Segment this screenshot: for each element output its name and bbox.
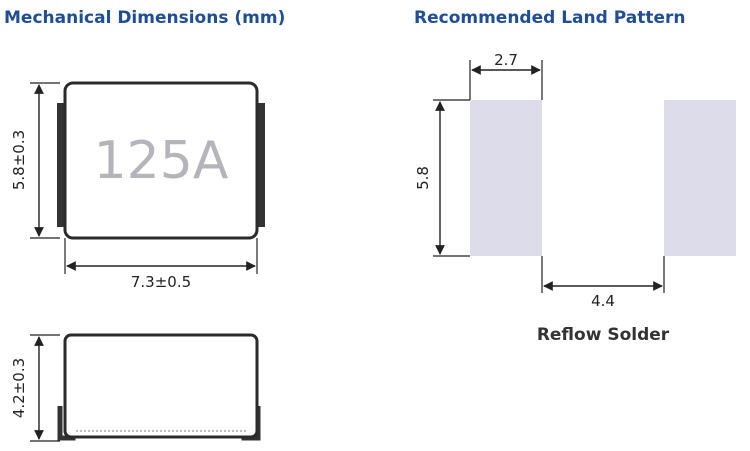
land-pattern: 2.7 5.8 4.4 Reflow Solder — [414, 51, 736, 345]
land-pad-right — [664, 100, 736, 256]
land-pad-left — [470, 100, 542, 256]
top-width-dim-label: 7.3±0.5 — [131, 273, 191, 291]
top-view: 125A 5.8±0.3 7.3±0.5 — [10, 81, 265, 291]
pad-height-dim-label: 5.8 — [414, 166, 432, 190]
component-body-side — [63, 333, 259, 439]
part-marking: 125A — [94, 131, 229, 191]
component-body-top — [63, 81, 259, 240]
side-height-dim-label: 4.2±0.3 — [10, 358, 28, 418]
reflow-solder-caption: Reflow Solder — [537, 325, 670, 345]
right-terminal — [256, 103, 265, 227]
top-height-dim-label: 5.8±0.3 — [10, 130, 28, 190]
pad-width-dim-label: 2.7 — [494, 51, 518, 69]
mechanical-dimensions-heading: Mechanical Dimensions (mm) — [4, 8, 286, 28]
side-view: 4.2±0.3 — [10, 333, 261, 442]
pad-gap-dim-label: 4.4 — [591, 292, 615, 310]
land-pattern-heading: Recommended Land Pattern — [414, 8, 686, 28]
left-terminal — [57, 103, 66, 227]
